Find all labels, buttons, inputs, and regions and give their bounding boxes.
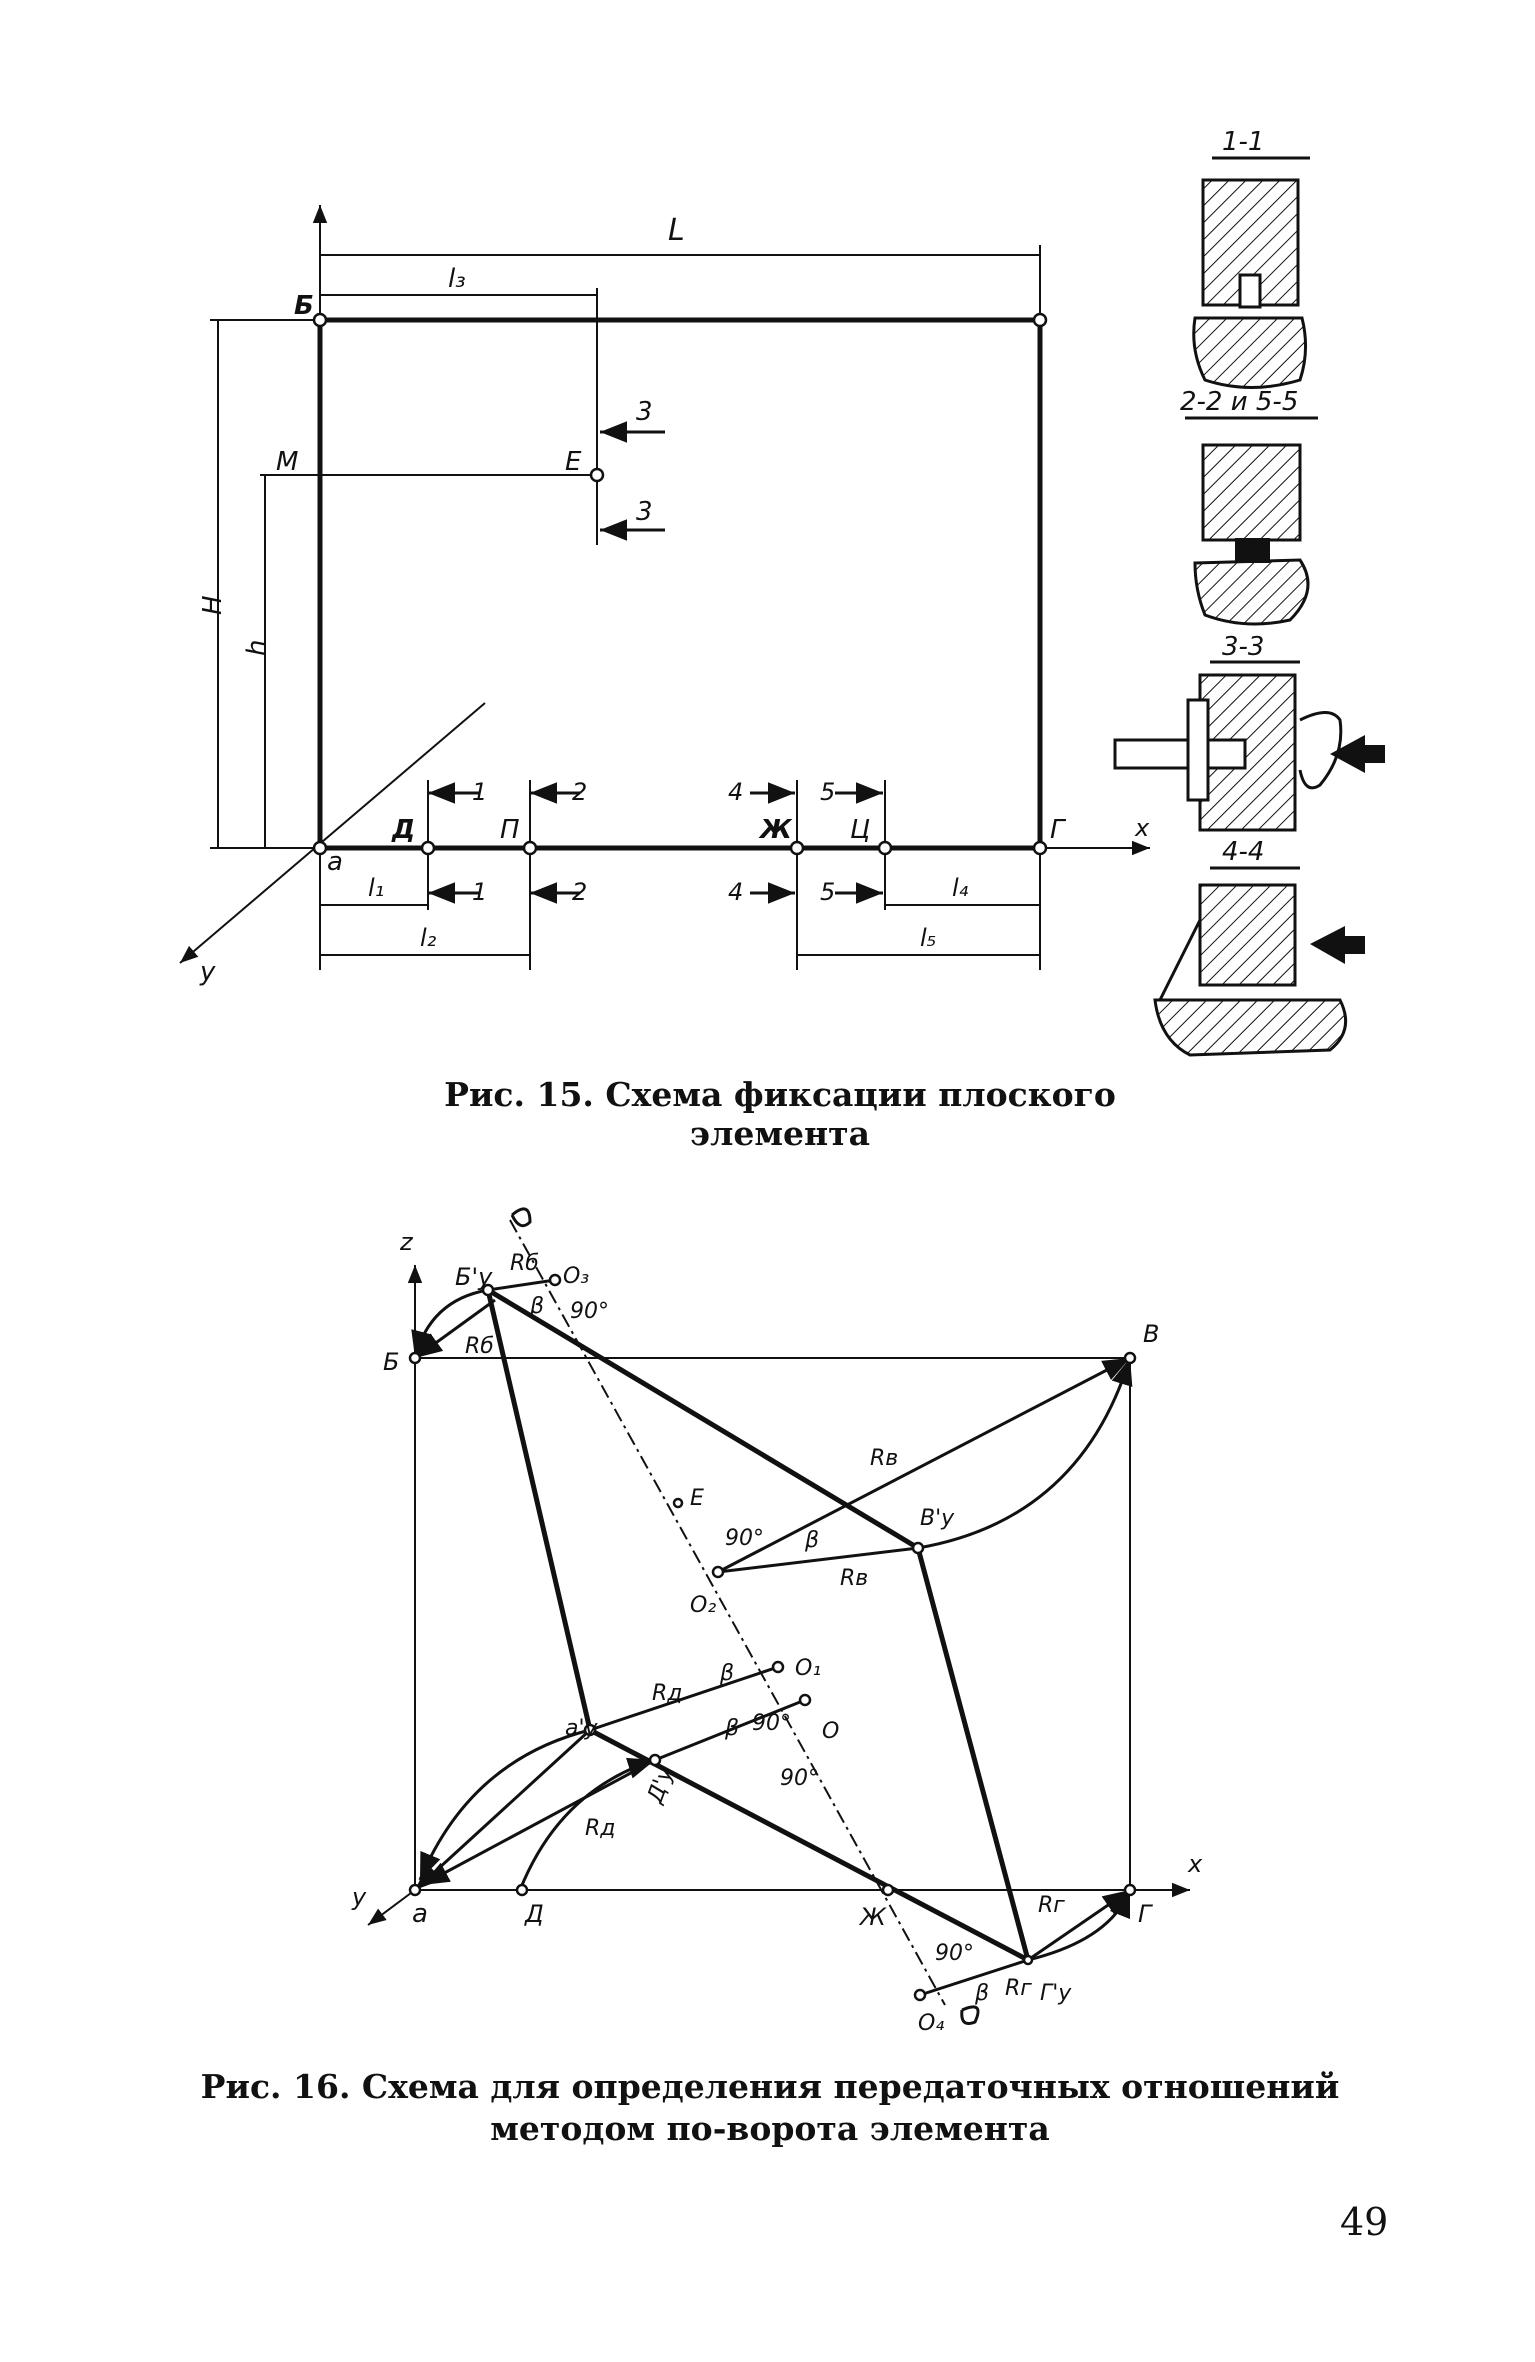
label16-z: z <box>399 1228 414 1256</box>
label16-beta-mid: β <box>804 1528 819 1553</box>
label16-x: x <box>1187 1850 1203 1878</box>
fig16-diagram: z Б Б'у Rб Rб O₃ β 90° В Rв В'у Е 90° β … <box>351 1207 1203 2036</box>
section-title-1-1: 1-1 <box>1222 127 1264 157</box>
label16-B: Б <box>383 1348 399 1376</box>
label16-G: Г <box>1138 1900 1153 1928</box>
label16-Rb-top: Rб <box>510 1251 539 1276</box>
fig15-sections: 1-1 2-2 и 5-5 3-3 4-4 <box>1113 127 1385 1057</box>
label-G: Г <box>1050 815 1067 845</box>
label16-Vy: В'у <box>920 1506 955 1531</box>
label-sec1-top: 1 <box>472 778 487 806</box>
label16-O2: O₂ <box>690 1593 716 1618</box>
label16-Rv-top: Rв <box>870 1446 898 1471</box>
label16-D: Д <box>524 1900 544 1928</box>
label16-Dy: Д'у <box>642 1763 679 1807</box>
section-title-3-3: 3-3 <box>1222 632 1264 662</box>
label16-90-top: 90° <box>570 1299 609 1324</box>
label16-90-1: 90° <box>752 1711 791 1736</box>
label16-O1: O₁ <box>795 1656 821 1681</box>
label16-Ra: Rд <box>585 1816 616 1841</box>
label16-90-2: 90° <box>780 1766 819 1791</box>
label16-beta-bot: β <box>974 1981 989 2006</box>
label-Ts: Ц <box>850 815 870 845</box>
label-sec3-bottom: 3 <box>636 497 653 527</box>
label-x: x <box>1134 814 1150 842</box>
section-title-4-4: 4-4 <box>1222 837 1264 867</box>
label-a: а <box>327 847 343 877</box>
label16-Zh: Ж <box>858 1903 887 1931</box>
label16-y: y <box>351 1883 367 1911</box>
label-sec4-bottom: 4 <box>728 878 743 906</box>
label-l1: l₁ <box>368 874 384 902</box>
label16-ay: а'у <box>565 1716 599 1741</box>
figure-16-caption: Рис. 16. Схема для определения передаточ… <box>200 2067 1340 2148</box>
label-P: П <box>500 815 520 845</box>
label-l2: l₂ <box>420 924 437 952</box>
page-number: 49 <box>1340 2200 1389 2244</box>
label-sec2-top: 2 <box>572 778 587 806</box>
label-L: L <box>668 213 685 248</box>
label-B: Б <box>294 291 314 321</box>
label16-90-bot: 90° <box>935 1941 974 1966</box>
label-h: h <box>242 640 272 656</box>
label16-beta-1: β <box>719 1661 734 1686</box>
figure-15-caption: Рис. 15. Схема фиксации плоского элемент… <box>444 1075 1116 1153</box>
label16-Ra-top: Rд <box>652 1681 683 1706</box>
label-l3: l₃ <box>448 264 466 294</box>
fig15-diagram: L l₃ Б М Е 3 3 H h а Д П Ж Ц Г x y l₁ l₂… <box>179 205 1150 987</box>
label16-beta-top: β <box>529 1294 544 1319</box>
label16-O4: O₄ <box>918 2011 944 2036</box>
label16-V: В <box>1143 1320 1159 1348</box>
label16-Rb: Rб <box>465 1334 494 1359</box>
label16-Rv: Rв <box>840 1566 868 1591</box>
label16-Rg-top: Rг <box>1038 1893 1065 1918</box>
label-sec5-bottom: 5 <box>820 878 835 906</box>
label-sec4-top: 4 <box>728 778 743 806</box>
label16-a: а <box>412 1899 428 1929</box>
label16-By: Б'у <box>455 1263 493 1291</box>
section-title-2-2: 2-2 и 5-5 <box>1180 387 1298 417</box>
label-sec1-bottom: 1 <box>472 878 487 906</box>
label16-Gy: Г'у <box>1040 1981 1072 2006</box>
label-l4: l₄ <box>952 874 969 902</box>
label-sec2-bottom: 2 <box>572 878 587 906</box>
label-Zh: Ж <box>758 815 793 845</box>
label-sec5-top: 5 <box>820 778 835 806</box>
label-sec3-top: 3 <box>636 397 653 427</box>
label-M: М <box>276 447 298 477</box>
label16-O3: O₃ <box>563 1264 589 1289</box>
label16-beta-2: β <box>724 1716 739 1741</box>
label-E: Е <box>565 447 582 477</box>
label-D: Д <box>391 815 415 845</box>
label16-O: O <box>822 1719 839 1744</box>
label-l5: l₅ <box>920 924 936 952</box>
label16-90-mid: 90° <box>725 1526 764 1551</box>
label16-Rg: Rг <box>1005 1976 1032 2001</box>
label-H: H <box>198 595 228 615</box>
label-y: y <box>199 957 216 987</box>
label16-E: Е <box>690 1486 704 1511</box>
